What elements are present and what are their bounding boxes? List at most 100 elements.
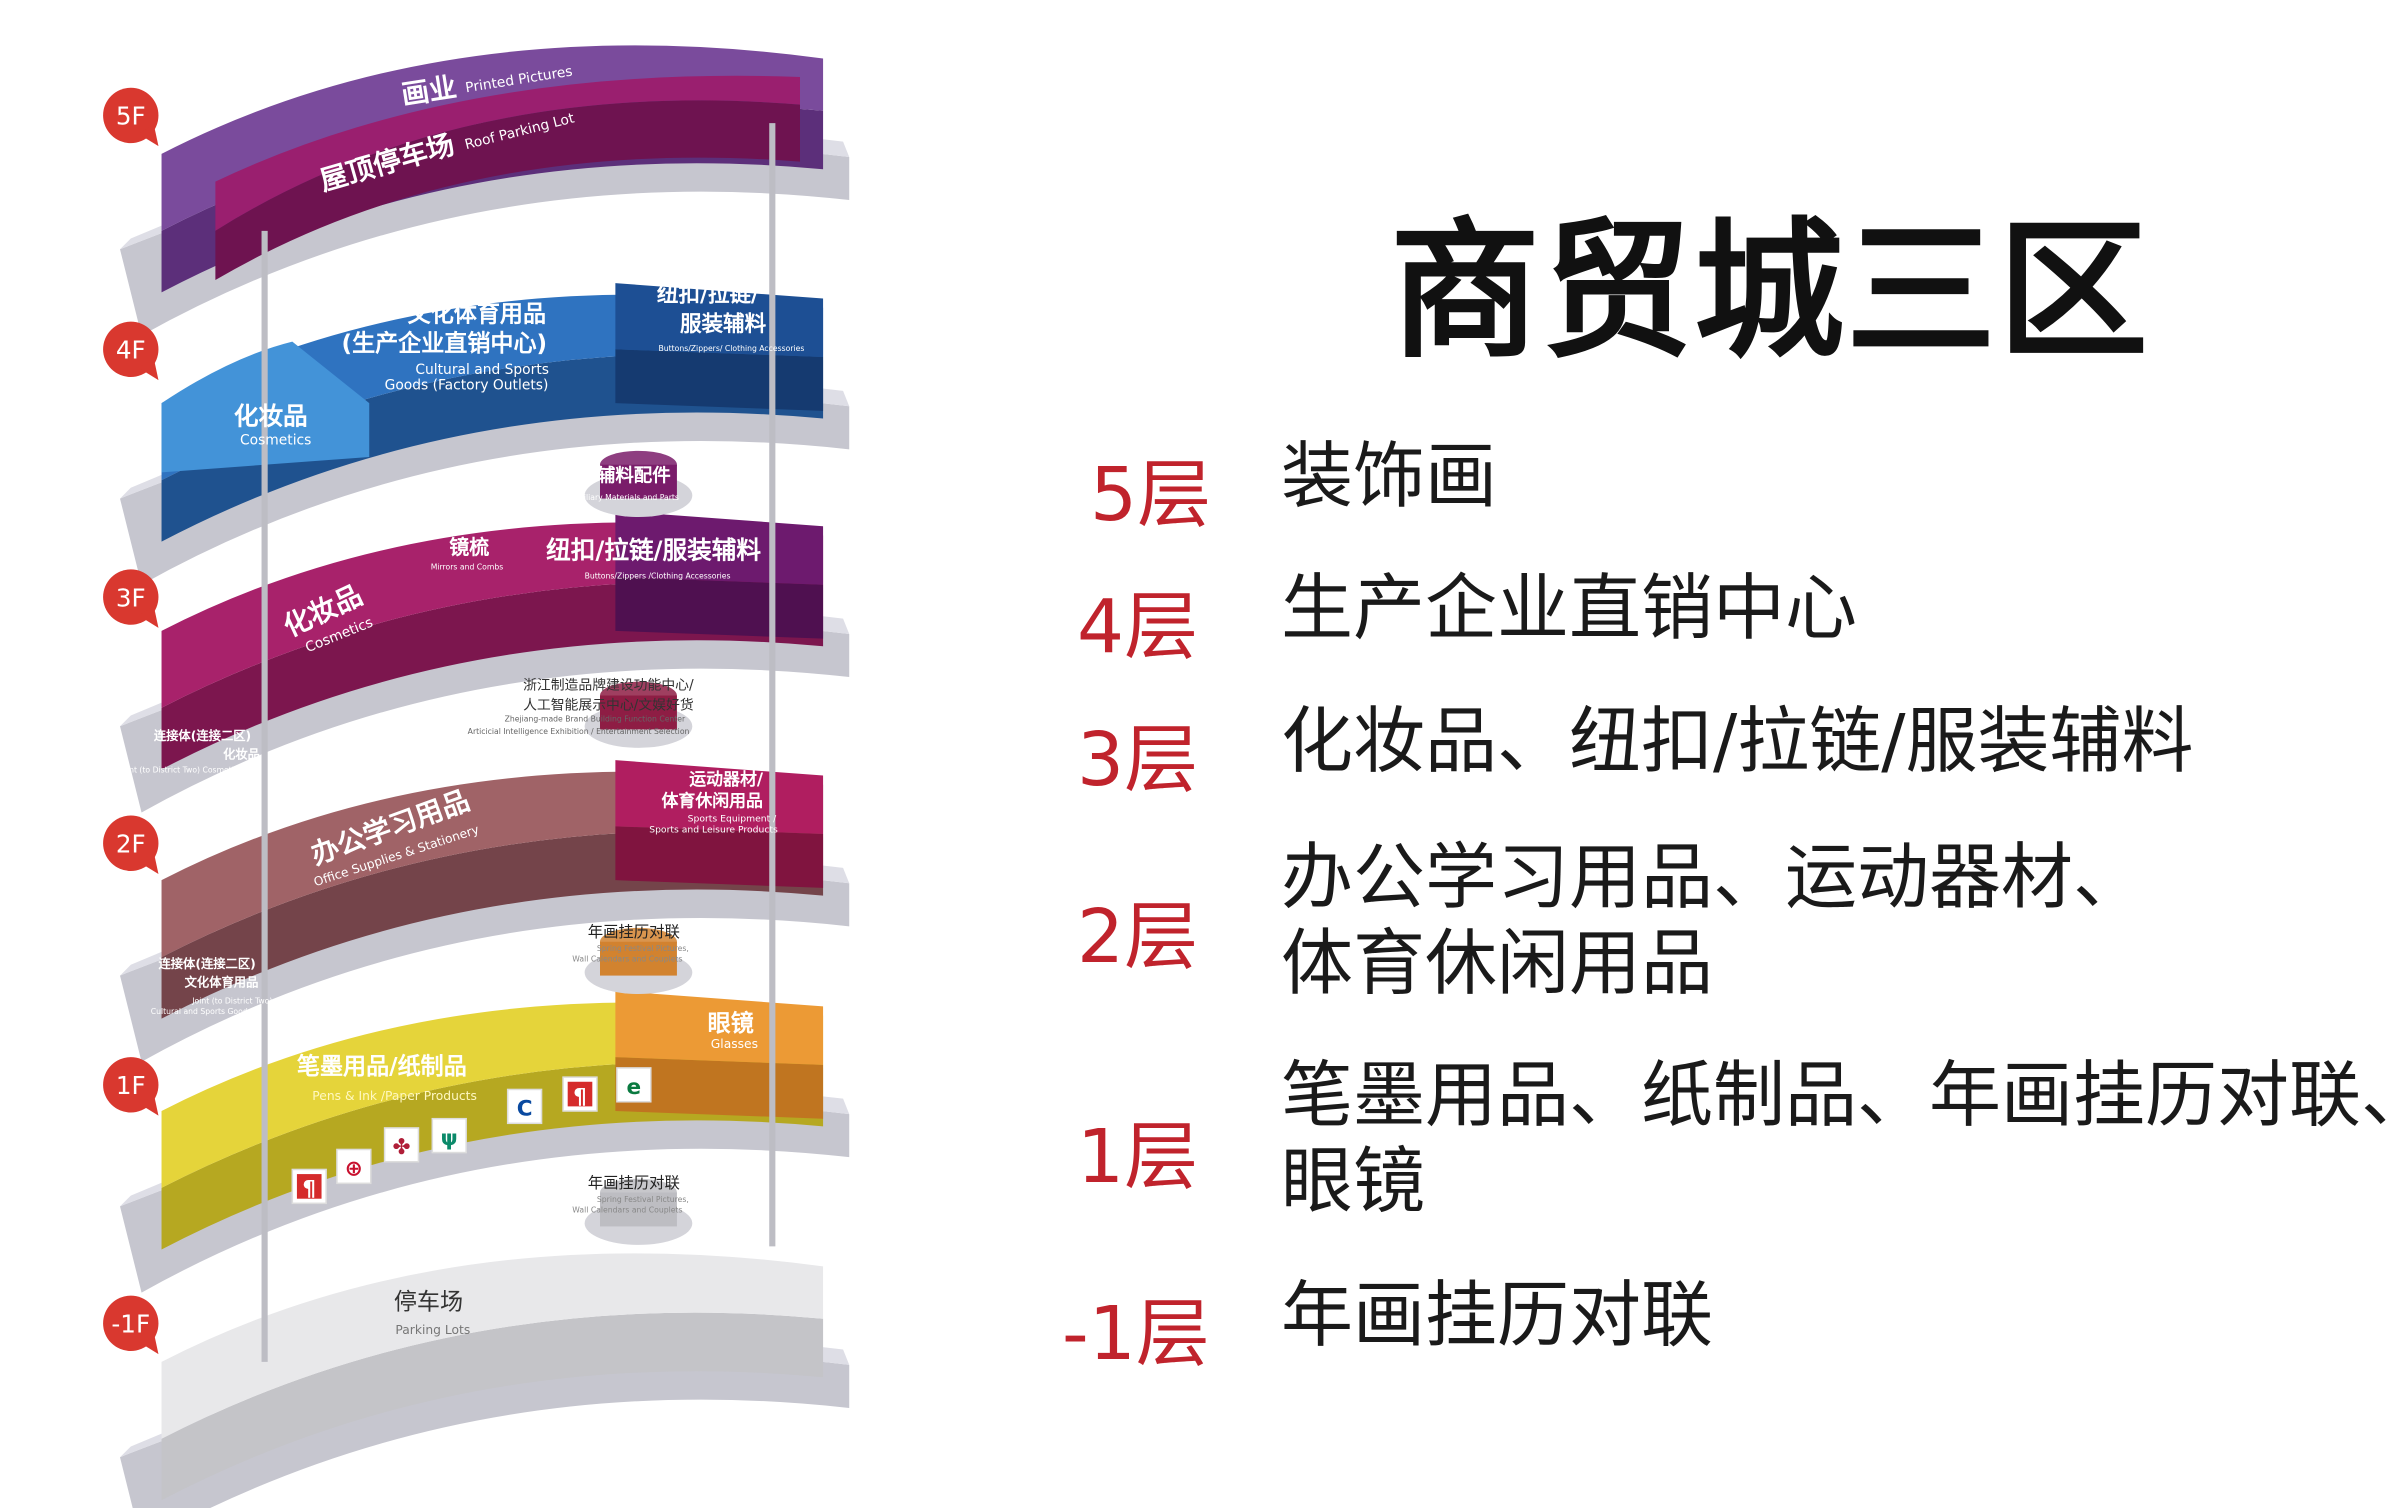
zone-mirrors-cn: 镜梳 [449,535,489,559]
level-label: 3层 [1077,717,1199,803]
zone-sports-cn-1: 运动器材/ [689,769,764,789]
zone-pens-paper-en: Pens & Ink /Paper Products [312,1089,477,1103]
cylinder-kiosk [584,450,693,518]
level-desc-line: 生产企业直销中心 [1281,566,1858,650]
restaurant-icon: ¶ [562,1076,598,1112]
floor-badge-label: 4F [116,336,146,365]
level-label: 1层 [1077,1114,1199,1200]
zone-roof-parking [215,75,800,231]
zone-block-front [615,826,824,888]
zone-buttons-cn-2: 服装辅料 [680,311,767,337]
zone-buttons-en: Buttons/Zippers/ Clothing Accessories [658,344,804,353]
svg-text:C: C [517,1097,533,1122]
level-desc-line: 装饰画 [1281,434,1498,518]
svg-text:¶: ¶ [302,1177,316,1202]
zone-sports-en-2: Sports and Leisure Products [649,824,778,835]
zone-spring-pictures-1f-cn: 年画挂历对联 [588,923,680,941]
floor-badge-1f: 1F [103,1057,159,1116]
zone-joint-2f-cn-1: 连接体(连接二区) [158,956,255,971]
cylinder-kiosk [584,1178,693,1245]
level-desc-line: 眼镜 [1281,1139,1426,1223]
zone-brand-center-cn-2: 人工智能展示中心/文娱好货 [523,696,694,713]
zone-aux-en: Auxiliary Materials and Parts [569,493,679,502]
restaurant-icon: ¶ [291,1168,327,1205]
svg-text:¶: ¶ [573,1084,587,1109]
zone-buttons-3f-en: Buttons/Zippers /Clothing Accessories [585,572,731,581]
zone-brand-center-cn-1: 浙江制造品牌建设功能中心/ [523,676,694,693]
level-desc: 生产企业直销中心 [1281,565,1857,651]
zone-roof-parking-front [215,100,800,281]
level-desc-line: 办公学习用品、运动器材、 [1281,835,2146,919]
zone-parking-cn: 停车场 [394,1289,463,1315]
zone-buttons-3f-cn: 纽扣/拉链/服装辅料 [546,536,761,565]
floor-badge--1f: -1F [103,1295,159,1355]
cylinder-kiosk [584,927,693,995]
level-label: 2层 [1077,894,1199,980]
level-desc-line: 化妆品、纽扣/拉链/服装辅料 [1281,699,2194,783]
floor-badge-2f: 2F [103,815,159,875]
floor-5f [120,45,850,336]
cylinder-kiosk [584,681,693,748]
zone-aux-cn: 辅料配件 [597,465,671,487]
zone-pens-paper-cn: 笔墨用品/纸制品 [297,1053,467,1080]
zone-spring-pictures-b1-cn: 年画挂历对联 [588,1174,680,1192]
level-label: 4层 [1077,584,1199,670]
level-desc-line: 年画挂历对联 [1281,1273,1714,1357]
level-desc-line: 体育休闲用品 [1281,921,1714,1005]
zone-joint-3f-cn-1: 连接体(连接二区) [154,728,251,743]
postal-bank-icon: e [616,1067,652,1103]
zone-glasses-cn: 眼镜 [708,1010,754,1037]
level-desc: 化妆品、纽扣/拉链/服装辅料 [1281,698,2194,784]
zone-joint-2f-en-1: Joint (to District Two) [191,996,272,1005]
level-desc: 笔墨用品、纸制品、年画挂历对联、 眼镜 [1281,1052,2400,1224]
page-title: 商贸城三区 [1390,205,2151,379]
zone-cultural-sports-en: Cultural and Sports [415,362,549,378]
zone-parking-en: Parking Lots [395,1323,470,1337]
zone-block-front [615,349,824,411]
floor-badge-4f: 4F [103,321,159,381]
zone-sports-en-1: Sports Equipment / [688,814,777,825]
svg-text:ψ: ψ [441,1126,458,1151]
zone-brand-center-en-2: Articicial Intelligence Exhibition / Ent… [468,727,690,736]
floor-4f-labels: 文化体育用品 (生产企业直销中心) Cultural and Sports Go… [234,282,805,449]
floor-b1-labels: 停车场 Parking Lots [394,1289,470,1337]
construction-bank-icon: C [506,1088,543,1125]
zone-joint-2f-cn-2: 文化体育用品 [185,974,259,989]
floor-badge-label: 5F [116,102,146,131]
zone-buttons-cn-1: 纽扣/拉链/ [657,282,759,308]
zone-joint-3f-cn-2: 化妆品 [223,747,260,762]
zone-cosmetics-en: Cosmetics [240,433,311,449]
zone-cultural-sports-cn: 文化体育用品 [408,301,546,328]
zone-factory-outlets-en: Goods (Factory Outlets) [385,377,549,393]
floor-front-face [161,1312,824,1501]
svg-text:⊕: ⊕ [345,1157,363,1182]
floor-badge-3f: 3F [103,569,159,628]
zone-spring-pictures-1f-en-2: Wall Calendars and Couplets [572,955,682,964]
floor-badge-5f: 5F [103,87,159,147]
floor-badge-label: 3F [116,583,146,612]
zone-glasses-en: Glasses [711,1037,758,1051]
level-desc: 年画挂历对联 [1281,1272,1713,1358]
level-label: 5层 [1090,452,1212,538]
floor-plate [120,1353,850,1508]
zone-block-front [615,577,824,639]
floor-1f-labels: 眼镜 Glasses 笔墨用品/纸制品 Pens & Ink /Paper Pr… [291,1010,758,1215]
level-label: -1层 [1062,1291,1210,1377]
zone-mirrors-en: Mirrors and Combs [431,562,503,571]
svg-text:✤: ✤ [393,1135,411,1160]
zone-cosmetics-cn: 化妆品 [234,402,308,431]
floor-badge-label: 2F [116,829,146,858]
zone-spring-pictures-b1-en-2: Wall Calendars and Couplets [572,1206,682,1215]
unionpay-bank-icon: ✤ [383,1127,420,1163]
zone-brand-center-en-1: Zhejiang-made Brand Building Function Ce… [505,715,686,724]
zone-joint-3f-en: Joint (to District Two) Cosmetics [119,765,242,774]
zone-spring-pictures-b1-en-1: Spring Festival Pictures, [597,1195,689,1204]
zone-sports-cn-2: 体育休闲用品 [662,790,763,810]
bank-of-china-icon: ⊕ [336,1148,372,1185]
agricultural-bank-icon: ψ [431,1117,467,1154]
zone-joint-2f-en-2: Cultural and Sports Goods [151,1007,252,1016]
zone-spring-pictures-1f-en-1: Spring Festival Pictures, [597,944,689,953]
level-desc: 装饰画 [1281,433,1497,519]
floor-top-face [161,1253,824,1439]
